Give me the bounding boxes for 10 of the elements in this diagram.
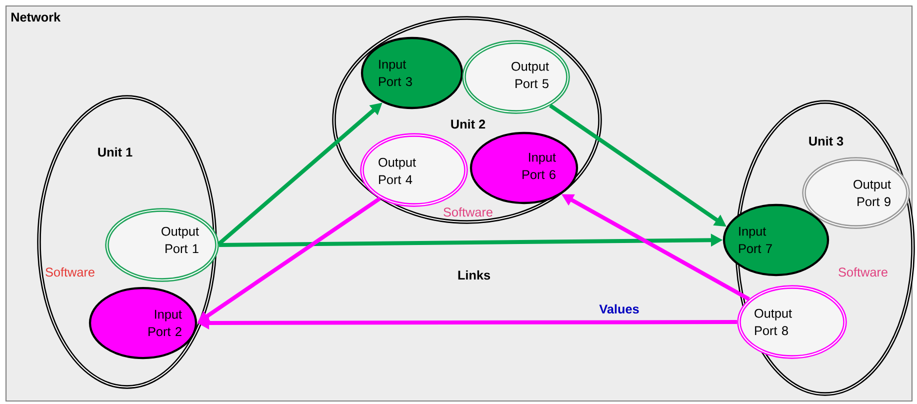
software-label: Software [46, 267, 94, 277]
software-label: Software [444, 207, 492, 217]
unit-ellipse [37, 95, 217, 389]
link-label: Links [458, 270, 490, 280]
unit-title: Unit 3 [809, 136, 844, 146]
frame-title: Network [11, 12, 61, 22]
software-label: Software [838, 267, 888, 277]
unit-title: Unit 2 [451, 119, 486, 129]
unit-ellipse [332, 16, 602, 224]
unit-title: Unit 1 [98, 147, 132, 157]
